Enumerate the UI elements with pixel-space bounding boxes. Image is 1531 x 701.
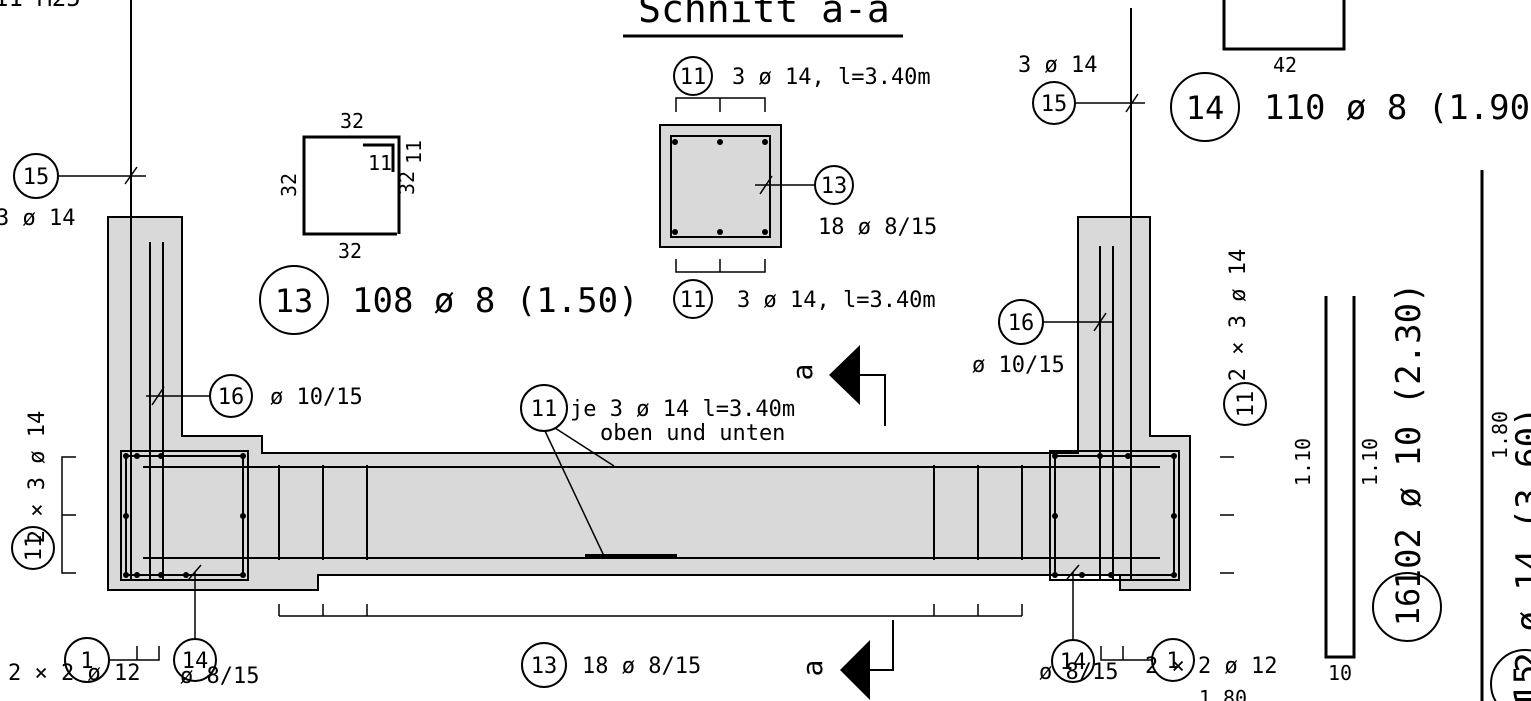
beam-main-mark: 11: [531, 397, 558, 422]
column-bottom-mark-circle: [673, 279, 713, 319]
left-side-mark: 11: [22, 535, 47, 562]
bottom-left-tick-14: [188, 564, 202, 580]
beam-main-leader-bottom: [544, 430, 605, 557]
right-wall-tick-16: [1093, 312, 1107, 332]
left-side-dim-bracket: [61, 456, 76, 574]
cut-marker-top-label: a: [786, 364, 819, 381]
shape-13-dim-hook: 11: [368, 151, 392, 175]
right-side-mark: 11: [1234, 391, 1259, 418]
column-top-mark-circle: [673, 56, 713, 96]
section-title: Schnitt a-a: [638, 0, 890, 31]
shape-13-dim-right: 32: [395, 171, 419, 195]
bottom-right-spec-1: 2 × 2 ø 12: [1145, 654, 1277, 679]
shape-13-mark-circle: [259, 265, 329, 335]
left-wall-spec-15: 3 ø 14: [0, 206, 75, 231]
left-wall-mark-16-circle: [209, 374, 253, 418]
bottom-right-mark-1-circle: [1151, 638, 1195, 682]
beam-main-spec: je 3 ø 14 l=3.40m: [570, 397, 795, 422]
shape-13-spec: 108 ø 8 (1.50): [352, 281, 639, 321]
right-side-mark-circle: [1223, 382, 1267, 426]
corner-bars: [123, 453, 1177, 578]
right-wall-tick-15: [1125, 93, 1139, 113]
left-side-spec: 2 × 3 ø 14: [25, 411, 50, 543]
bottom-right-leader-1: [1100, 646, 1151, 661]
bottom-right-dim: 1.80: [1199, 686, 1247, 701]
shape-16-dim-left: 1.10: [1291, 438, 1315, 486]
shape-15-mark-circle: [1490, 649, 1531, 701]
right-wall-mark-16: 16: [1008, 311, 1035, 336]
shape-13-mark: 13: [275, 282, 314, 320]
column-top-spec: 3 ø 14, l=3.40m: [732, 65, 931, 90]
beam-main-leader-top: [554, 427, 615, 467]
shape-16-dim-bottom: 10: [1328, 661, 1352, 685]
left-wall-spec-16: ø 10/15: [270, 385, 363, 410]
shape-14-mark-circle: [1170, 72, 1240, 142]
column-section: [659, 97, 815, 273]
column-stirrup-mark: 13: [821, 174, 848, 199]
shape-16-spec: 102 ø 10 (2.30): [1389, 282, 1429, 589]
column-bottom-mark: 11: [680, 288, 707, 313]
beam-stirrups: [278, 465, 1023, 560]
shape-16-bar: [1324, 296, 1356, 659]
shape-14-spec: 110 ø 8 (1.90): [1264, 88, 1531, 128]
cut-marker-bottom: a: [796, 620, 894, 700]
beam-main-mark-circle: [520, 384, 568, 432]
shape-13-stirrup: 32 32 32 32 11 11: [277, 109, 426, 263]
shape-16-mark-circle: [1372, 572, 1442, 642]
shape-14-stirrup: [1222, 0, 1346, 51]
beam-longitudinal-bars: [143, 466, 1160, 559]
bottom-left-mark-14: 14: [182, 649, 209, 674]
shape-15-spec: 4 2 ø 14 (3.60): [1509, 406, 1531, 701]
shape-13-dim-hook-outer: 11: [402, 140, 426, 164]
beam-stirrup-mark: 13: [531, 654, 558, 679]
right-wall-spec-16: ø 10/15: [972, 353, 1065, 378]
shape-15-dim: 1.80: [1488, 411, 1512, 459]
shape-15-mark: 15: [1507, 665, 1531, 701]
shape-13-dim-left: 32: [277, 173, 301, 197]
bottom-left-mark-1: 1: [80, 649, 93, 674]
column-stirrup-mark-circle: [814, 165, 854, 205]
bottom-left-leader-1: [109, 646, 160, 661]
left-wall-mark-15: 15: [23, 165, 50, 190]
bottom-right-mark-1: 1: [1166, 649, 1179, 674]
right-wall-mark-15: 15: [1041, 92, 1068, 117]
bottom-right-mark-14: 14: [1060, 650, 1087, 675]
shape-16-mark: 16: [1389, 588, 1427, 627]
bottom-right-spec-14: ø 8/15: [1039, 660, 1118, 685]
column-top-mark: 11: [680, 65, 707, 90]
bottom-right-tick-14: [1066, 564, 1080, 580]
shape-14-dim: 42: [1273, 53, 1297, 77]
cut-marker-top: a: [786, 345, 886, 426]
left-wall-mark-16: 16: [218, 385, 245, 410]
right-side-dim-ticks: [1220, 456, 1234, 574]
top-left-fragment: 11 M25: [0, 0, 81, 12]
right-wall-spec-15: 3 ø 14: [1018, 53, 1097, 78]
bottom-left-spec-14: ø 8/15: [180, 664, 259, 689]
beam-stirrup-spec: 18 ø 8/15: [582, 654, 701, 679]
column-stirrup-spec: 18 ø 8/15: [818, 215, 937, 240]
left-wall-tick-16: [151, 386, 165, 406]
left-wall-tick-15: [124, 166, 138, 185]
right-side-spec: 2 × 3 ø 14: [1226, 249, 1251, 381]
shape-16-dim-right: 1.10: [1358, 438, 1382, 486]
left-side-mark-circle: [11, 526, 55, 570]
bottom-left-spec-1: 2 × 2 ø 12: [8, 661, 140, 686]
shape-14-mark: 14: [1186, 89, 1225, 127]
cut-marker-bottom-label: a: [796, 660, 829, 677]
beam-main-note: oben und unten: [600, 421, 785, 446]
beam-stirrup-mark-circle: [521, 642, 567, 688]
frame-concrete: [107, 216, 1191, 591]
shape-13-dim-top: 32: [340, 109, 364, 133]
shape-13-dim-bottom: 32: [338, 239, 362, 263]
beam-stirrup-dimline: [278, 604, 1023, 617]
column-bottom-spec: 3 ø 14, l=3.40m: [737, 288, 936, 313]
